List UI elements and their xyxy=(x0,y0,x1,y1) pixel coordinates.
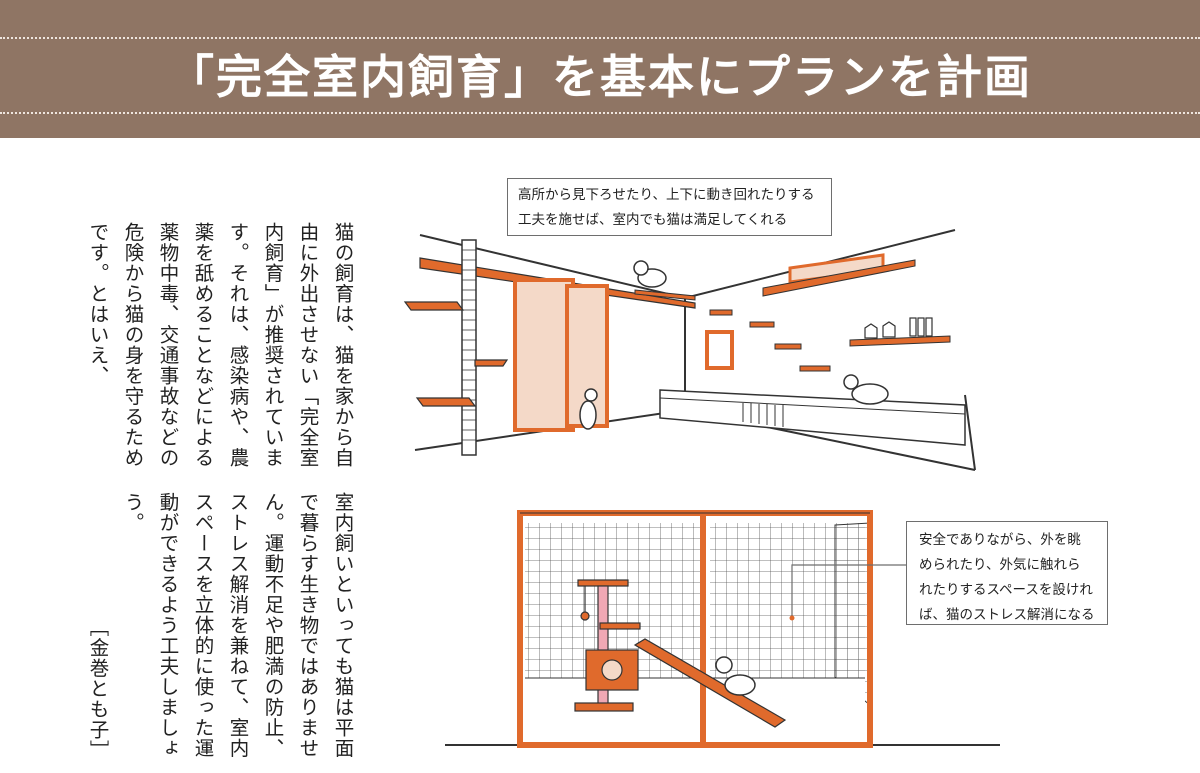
caption-top: 高所から見下ろせたり、上下に動き回れたりする 工夫を施せば、室内でも猫は満足して… xyxy=(507,178,832,236)
title-banner: 「完全室内飼育」を基本にプランを計画 xyxy=(0,0,1200,138)
room-illustration xyxy=(403,229,976,471)
cat-on-cabinet-icon xyxy=(843,374,889,405)
page-title: 「完全室内飼育」を基本にプランを計画 xyxy=(168,50,1032,104)
caption-bottom-line3: れたりするスペースを設けれ xyxy=(919,582,1093,598)
article-paragraph-2: 室内飼いといっても猫は平面で暮らす生き物ではありません。運動不足や肥満の防止、ス… xyxy=(86,492,360,760)
caption-bottom: 安全でありながら、外を眺 められたり、外気に触れら れたりするスペースを設けれ … xyxy=(906,521,1108,625)
cat-tower-icon xyxy=(574,579,641,712)
author-credit: ［金巻とも子］ xyxy=(86,616,109,761)
caption-bottom-line2: められたり、外気に触れら xyxy=(919,557,1081,573)
caption-bottom-line4: ば、猫のストレス解消になる xyxy=(919,607,1095,623)
banner-dotted-line-bottom xyxy=(0,112,1200,114)
article-paragraph-1-text: 猫の飼育は、猫を家から自由に外出させない「完全室内飼育」が推奨されています。それ… xyxy=(86,222,354,468)
cat-on-ramp-icon xyxy=(715,656,756,696)
banner-dotted-line-top xyxy=(0,37,1200,39)
catio-illustration xyxy=(445,510,1000,748)
article-paragraph-2-text: 室内飼いといっても猫は平面で暮らす生き物ではありません。運動不足や肥満の防止、ス… xyxy=(121,492,354,759)
caption-bottom-line1: 安全でありながら、外を眺 xyxy=(919,532,1081,548)
standing-cat-icon xyxy=(579,388,598,430)
cat-on-beam-icon xyxy=(633,260,667,288)
caption-bottom-leader xyxy=(789,564,906,621)
caption-top-line2: 工夫を施せば、室内でも猫は満足してくれる xyxy=(518,212,788,228)
caption-top-line1: 高所から見下ろせたり、上下に動き回れたりする xyxy=(518,187,815,203)
article-paragraph-1: 猫の飼育は、猫を家から自由に外出させない「完全室内飼育」が推奨されています。それ… xyxy=(86,222,360,472)
